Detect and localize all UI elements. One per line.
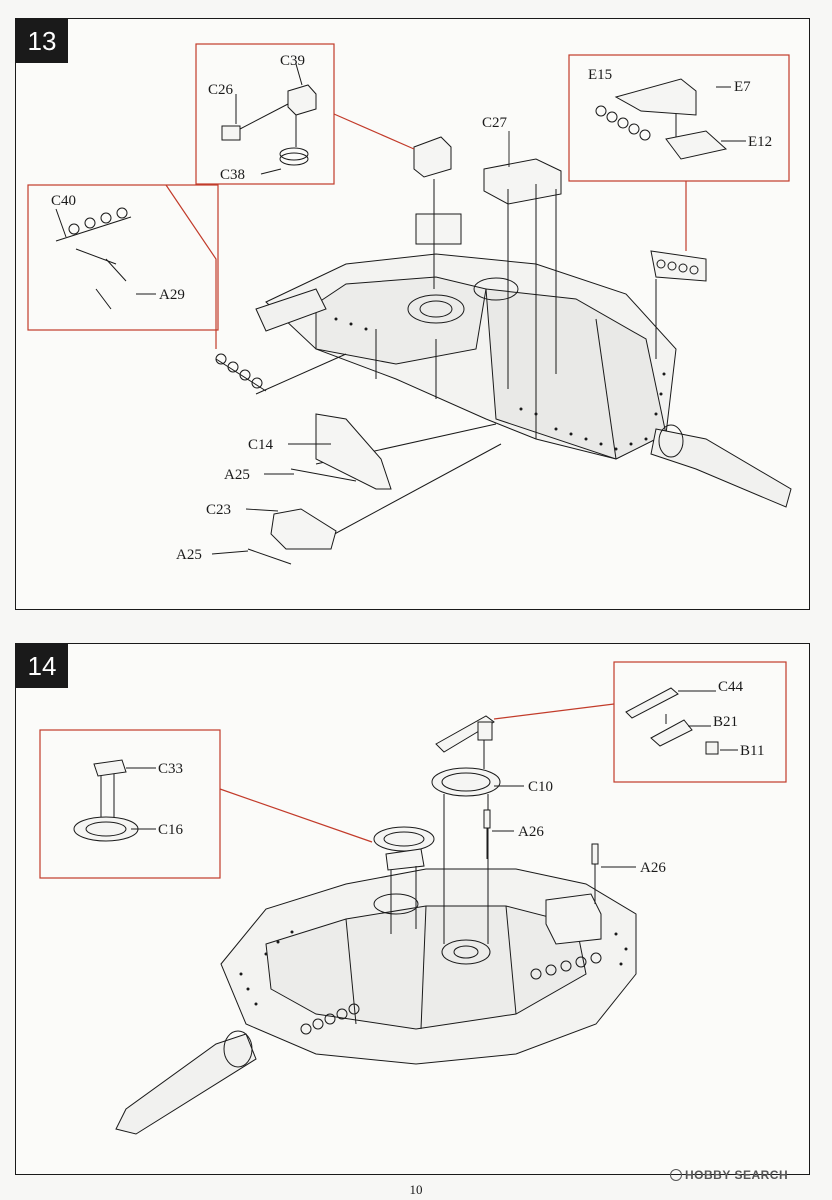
part-c33-hatch [373,826,435,934]
part-c27 [483,158,562,389]
label-c23: C23 [206,502,231,518]
turret-assembly [115,868,637,1135]
callout-box-c33 [39,729,221,879]
label-b21: B21 [713,714,738,730]
page-number: 10 [409,1182,423,1197]
callout-box-c39 [195,43,335,185]
part-c23-plate [247,508,337,565]
label-a25-top: A25 [224,467,250,483]
rivet-pattern [334,317,666,451]
rivet-pattern [239,930,628,1006]
label-c44: C44 [718,679,744,695]
label-e15: E15 [588,67,612,83]
part-c10-ring [431,767,501,944]
step-13-panel: 13 [15,18,810,610]
part-c39-cupola [413,136,452,289]
part-c14-plate [290,413,392,490]
label-a29: A29 [159,287,185,303]
part-e-rack-assembled [650,250,707,282]
part-a26-right [591,843,599,904]
detail-e-rack-parts [595,78,746,160]
watermark-text: HOBBY SEARCH [685,1168,789,1182]
label-c16: C16 [158,822,184,838]
detail-c33-parts [73,759,156,842]
label-c33: C33 [158,761,183,777]
label-e7: E7 [734,79,751,95]
step-13-drawing: C39 C26 C38 C27 E15 E7 E12 C40 A29 C14 A… [27,43,792,565]
label-leaders [211,131,510,555]
label-leaders [492,785,636,868]
label-c38: C38 [220,167,245,183]
detail-c44-parts [625,687,738,755]
callout-box-c44 [613,661,787,783]
label-e12: E12 [748,134,772,150]
turret-assembly [255,213,792,508]
label-c39: C39 [280,53,305,69]
watermark-logo-icon [670,1169,682,1181]
label-c10: C10 [528,779,553,795]
callout-box-c40 [27,184,219,331]
step-14-panel: 14 [15,643,810,1175]
label-c14: C14 [248,437,274,453]
watermark: HOBBY SEARCH [670,1168,788,1182]
detail-c40-parts [55,207,156,310]
part-c40-smoke-launcher [215,353,267,392]
step-14-drawing: C44 B21 B11 C10 A26 A26 C33 C16 [39,661,787,1135]
label-c26: C26 [208,82,234,98]
label-a26-right: A26 [640,860,666,876]
part-a26-left [483,809,491,859]
label-c27: C27 [482,115,508,131]
detail-c39-parts [221,63,317,175]
step-number-badge: 14 [16,644,68,688]
label-a25-bottom: A25 [176,547,202,563]
label-a26-left: A26 [518,824,544,840]
label-b11: B11 [740,743,764,759]
callout-box-e-rack [568,54,790,182]
step-number-badge: 13 [16,19,68,63]
label-c40: C40 [51,193,76,209]
part-c44-machine-gun [435,715,495,769]
